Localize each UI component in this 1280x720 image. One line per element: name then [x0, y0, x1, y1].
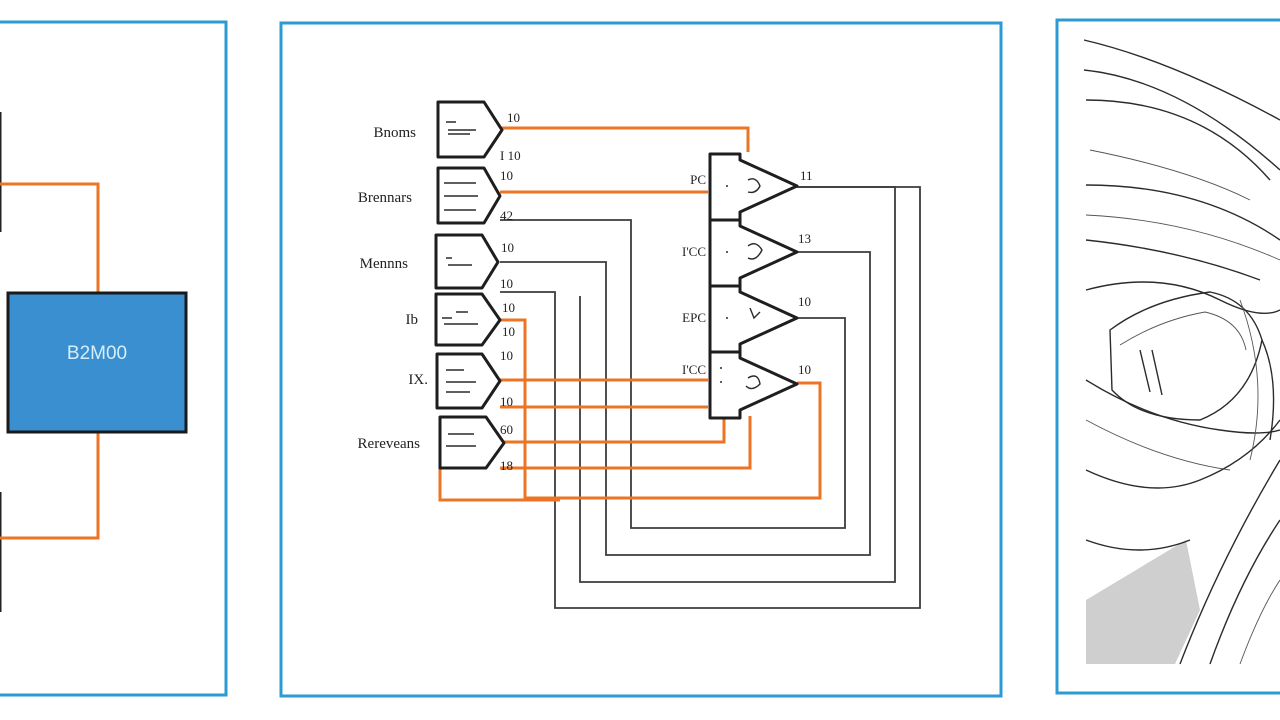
sketch-line: [1083, 69, 1280, 171]
sketch-line: [1119, 311, 1247, 351]
dark-wire-2: [579, 186, 896, 583]
gate-shape: [708, 152, 799, 222]
gate-input-label: I'CC: [682, 244, 706, 259]
gate-glyph: [446, 433, 476, 447]
input-label: Rereveans: [358, 436, 421, 452]
output-gate: EPC 10: [682, 284, 811, 354]
right-panel-frame: [1055, 18, 1280, 695]
input-gate: Rereveans 60 18: [358, 415, 513, 473]
sketch-line: [1261, 339, 1275, 441]
gate-pin-bottom: 10: [500, 394, 513, 409]
gate-output-label: 13: [798, 231, 811, 246]
left-panel: B2M00: [0, 20, 228, 697]
gate-shape: [708, 350, 799, 420]
left-wire-top: [0, 182, 100, 293]
gate-input-label: I'CC: [682, 362, 706, 377]
gate-pin-top: 10: [507, 110, 520, 125]
sketch-line: [1179, 459, 1280, 665]
gate-pin-top: 60: [500, 422, 513, 437]
sketch-line: [1085, 99, 1271, 181]
gate-glyph: [442, 311, 478, 325]
sketch-line: [1085, 419, 1280, 489]
gate-glyph: [726, 307, 761, 320]
sketch-line: [1085, 214, 1280, 261]
gate-glyph: [720, 367, 761, 390]
gate-pin-bottom: 18: [500, 458, 513, 473]
input-label: Ib: [406, 312, 419, 328]
gate-pin-bottom: I 10: [500, 148, 521, 163]
sketch-line: [1085, 379, 1280, 434]
input-gate: Brennars 10 42: [358, 166, 513, 225]
left-wire-bottom: [0, 432, 100, 540]
orange-wire-1: [500, 126, 750, 152]
input-label: Bnoms: [373, 125, 416, 141]
sketch-line: [1085, 281, 1280, 315]
orange-wire-6: [500, 412, 726, 444]
output-gate: I'CC 10: [682, 350, 811, 420]
gate-glyph: [446, 121, 476, 135]
gate-input-label: PC: [690, 172, 706, 187]
gate-pin-top: 10: [500, 168, 513, 183]
sketch-line: [1239, 299, 1259, 461]
input-label: Brennars: [358, 190, 412, 206]
gate-output-label: 10: [798, 362, 811, 377]
input-gate: Bnoms 10 I 10: [373, 100, 521, 163]
gate-pin-bottom: 10: [500, 276, 513, 291]
gate-shape: [435, 352, 502, 410]
sketch-line: [1209, 519, 1280, 665]
sketch-line: [1239, 579, 1280, 665]
center-panel-frame: [279, 21, 1003, 698]
sketch-line: [1083, 39, 1280, 121]
dark-wire-4: [500, 219, 846, 529]
output-gate-stack: PC 11 I'CC 13 EPC 10 I'CC 10: [682, 152, 813, 420]
gate-pin-bottom: 10: [502, 324, 515, 339]
output-gate: I'CC 13: [682, 218, 811, 288]
processor-block-label: B2M00: [67, 343, 127, 364]
sketch-line: [1085, 184, 1280, 241]
input-label: IX.: [408, 372, 428, 388]
sketch-line: [1089, 149, 1251, 201]
processor-block: [6, 291, 188, 434]
sketch-line: [1085, 539, 1191, 551]
gate-shape: [434, 292, 502, 347]
sketch-seat: [1109, 291, 1263, 421]
input-gate: IX. 10 10: [408, 348, 513, 410]
input-gate-column: Bnoms 10 I 10 Brennars 10 42 Mennns 10 1…: [358, 100, 521, 473]
gate-input-label: EPC: [682, 310, 706, 325]
gate-glyph: [444, 182, 478, 211]
gate-pin-top: 10: [502, 300, 515, 315]
dark-wires: [500, 186, 921, 609]
gate-shape: [438, 415, 506, 470]
orange-wire-7: [500, 416, 752, 470]
gate-shape: [708, 284, 799, 354]
gate-shape: [434, 233, 500, 290]
gate-glyph: [446, 257, 472, 266]
input-gate: Mennns 10 10: [360, 233, 514, 291]
gate-glyph: [726, 178, 761, 194]
gate-pin-bottom: 42: [500, 208, 513, 223]
output-gate: PC 11: [690, 152, 813, 222]
sketch-line: [1085, 419, 1231, 471]
sketch-line: [1139, 349, 1163, 396]
sketch-line: [1085, 239, 1261, 281]
car-interior-sketch-icon: [1083, 39, 1280, 665]
gate-pin-top: 10: [500, 348, 513, 363]
input-label: Mennns: [360, 256, 408, 272]
dark-wire-3: [500, 251, 871, 556]
input-gate: Ib 10 10: [406, 292, 515, 347]
gate-glyph: [726, 243, 763, 260]
orange-wire-3: [500, 318, 822, 500]
gate-output-label: 11: [800, 168, 813, 183]
gate-shape: [708, 218, 799, 288]
right-panel: [1055, 18, 1280, 695]
left-panel-frame: [0, 20, 228, 697]
gate-glyph: [446, 369, 476, 393]
gate-output-label: 10: [798, 294, 811, 309]
center-panel: Bnoms 10 I 10 Brennars 10 42 Mennns 10 1…: [279, 21, 1003, 698]
gate-pin-top: 10: [501, 240, 514, 255]
dark-wire-1: [500, 186, 921, 609]
sketch-shadow: [1086, 540, 1200, 664]
